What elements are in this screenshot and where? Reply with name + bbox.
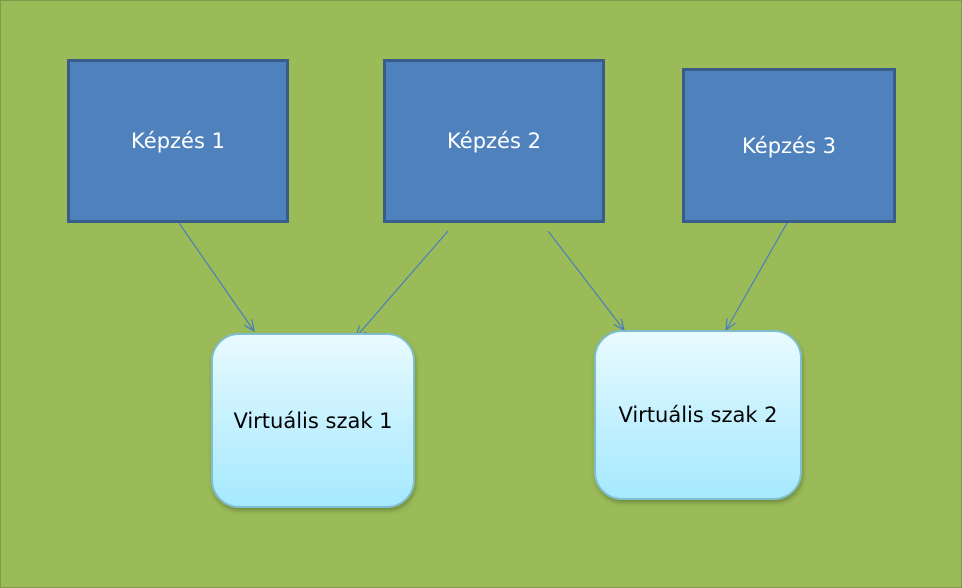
virtual-major-box-1[interactable]: Virtuális szak 1 — [211, 333, 415, 508]
virtual-major-box-2[interactable]: Virtuális szak 2 — [594, 330, 802, 500]
arrow-kepzes2-to-virtualis2 — [547, 230, 624, 330]
training-box-3[interactable]: Képzés 3 — [682, 68, 896, 223]
training-label: Képzés 2 — [447, 129, 541, 153]
virtual-major-label: Virtuális szak 1 — [233, 408, 393, 433]
training-box-2[interactable]: Képzés 2 — [383, 59, 605, 223]
training-label: Képzés 1 — [131, 129, 225, 153]
arrow-kepzes1-to-virtualis1 — [178, 222, 254, 331]
training-box-1[interactable]: Képzés 1 — [67, 59, 289, 223]
virtual-major-label: Virtuális szak 2 — [618, 403, 778, 427]
training-label: Képzés 3 — [742, 133, 836, 158]
arrow-kepzes2-to-virtualis1 — [356, 230, 449, 337]
arrow-kepzes3-to-virtualis2 — [726, 222, 788, 330]
